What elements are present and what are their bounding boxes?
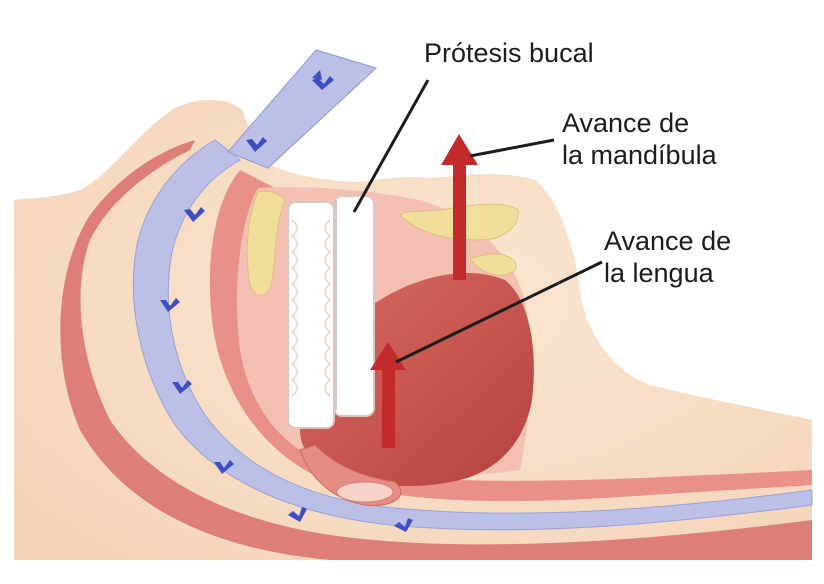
label-lengua-line1: Avance de (604, 226, 731, 258)
label-mandibula-line2: la mandíbula (562, 140, 717, 172)
label-protesis-text: Prótesis bucal (424, 38, 594, 68)
label-avance-lengua: Avance de la lengua (604, 226, 731, 290)
label-lengua-line2: la lengua (604, 258, 731, 290)
label-protesis-bucal: Prótesis bucal (424, 38, 594, 70)
larynx-opening (337, 482, 393, 502)
label-mandibula-line1: Avance de (562, 108, 717, 140)
label-avance-mandibula: Avance de la mandíbula (562, 108, 717, 172)
oral-appliance (288, 196, 374, 428)
